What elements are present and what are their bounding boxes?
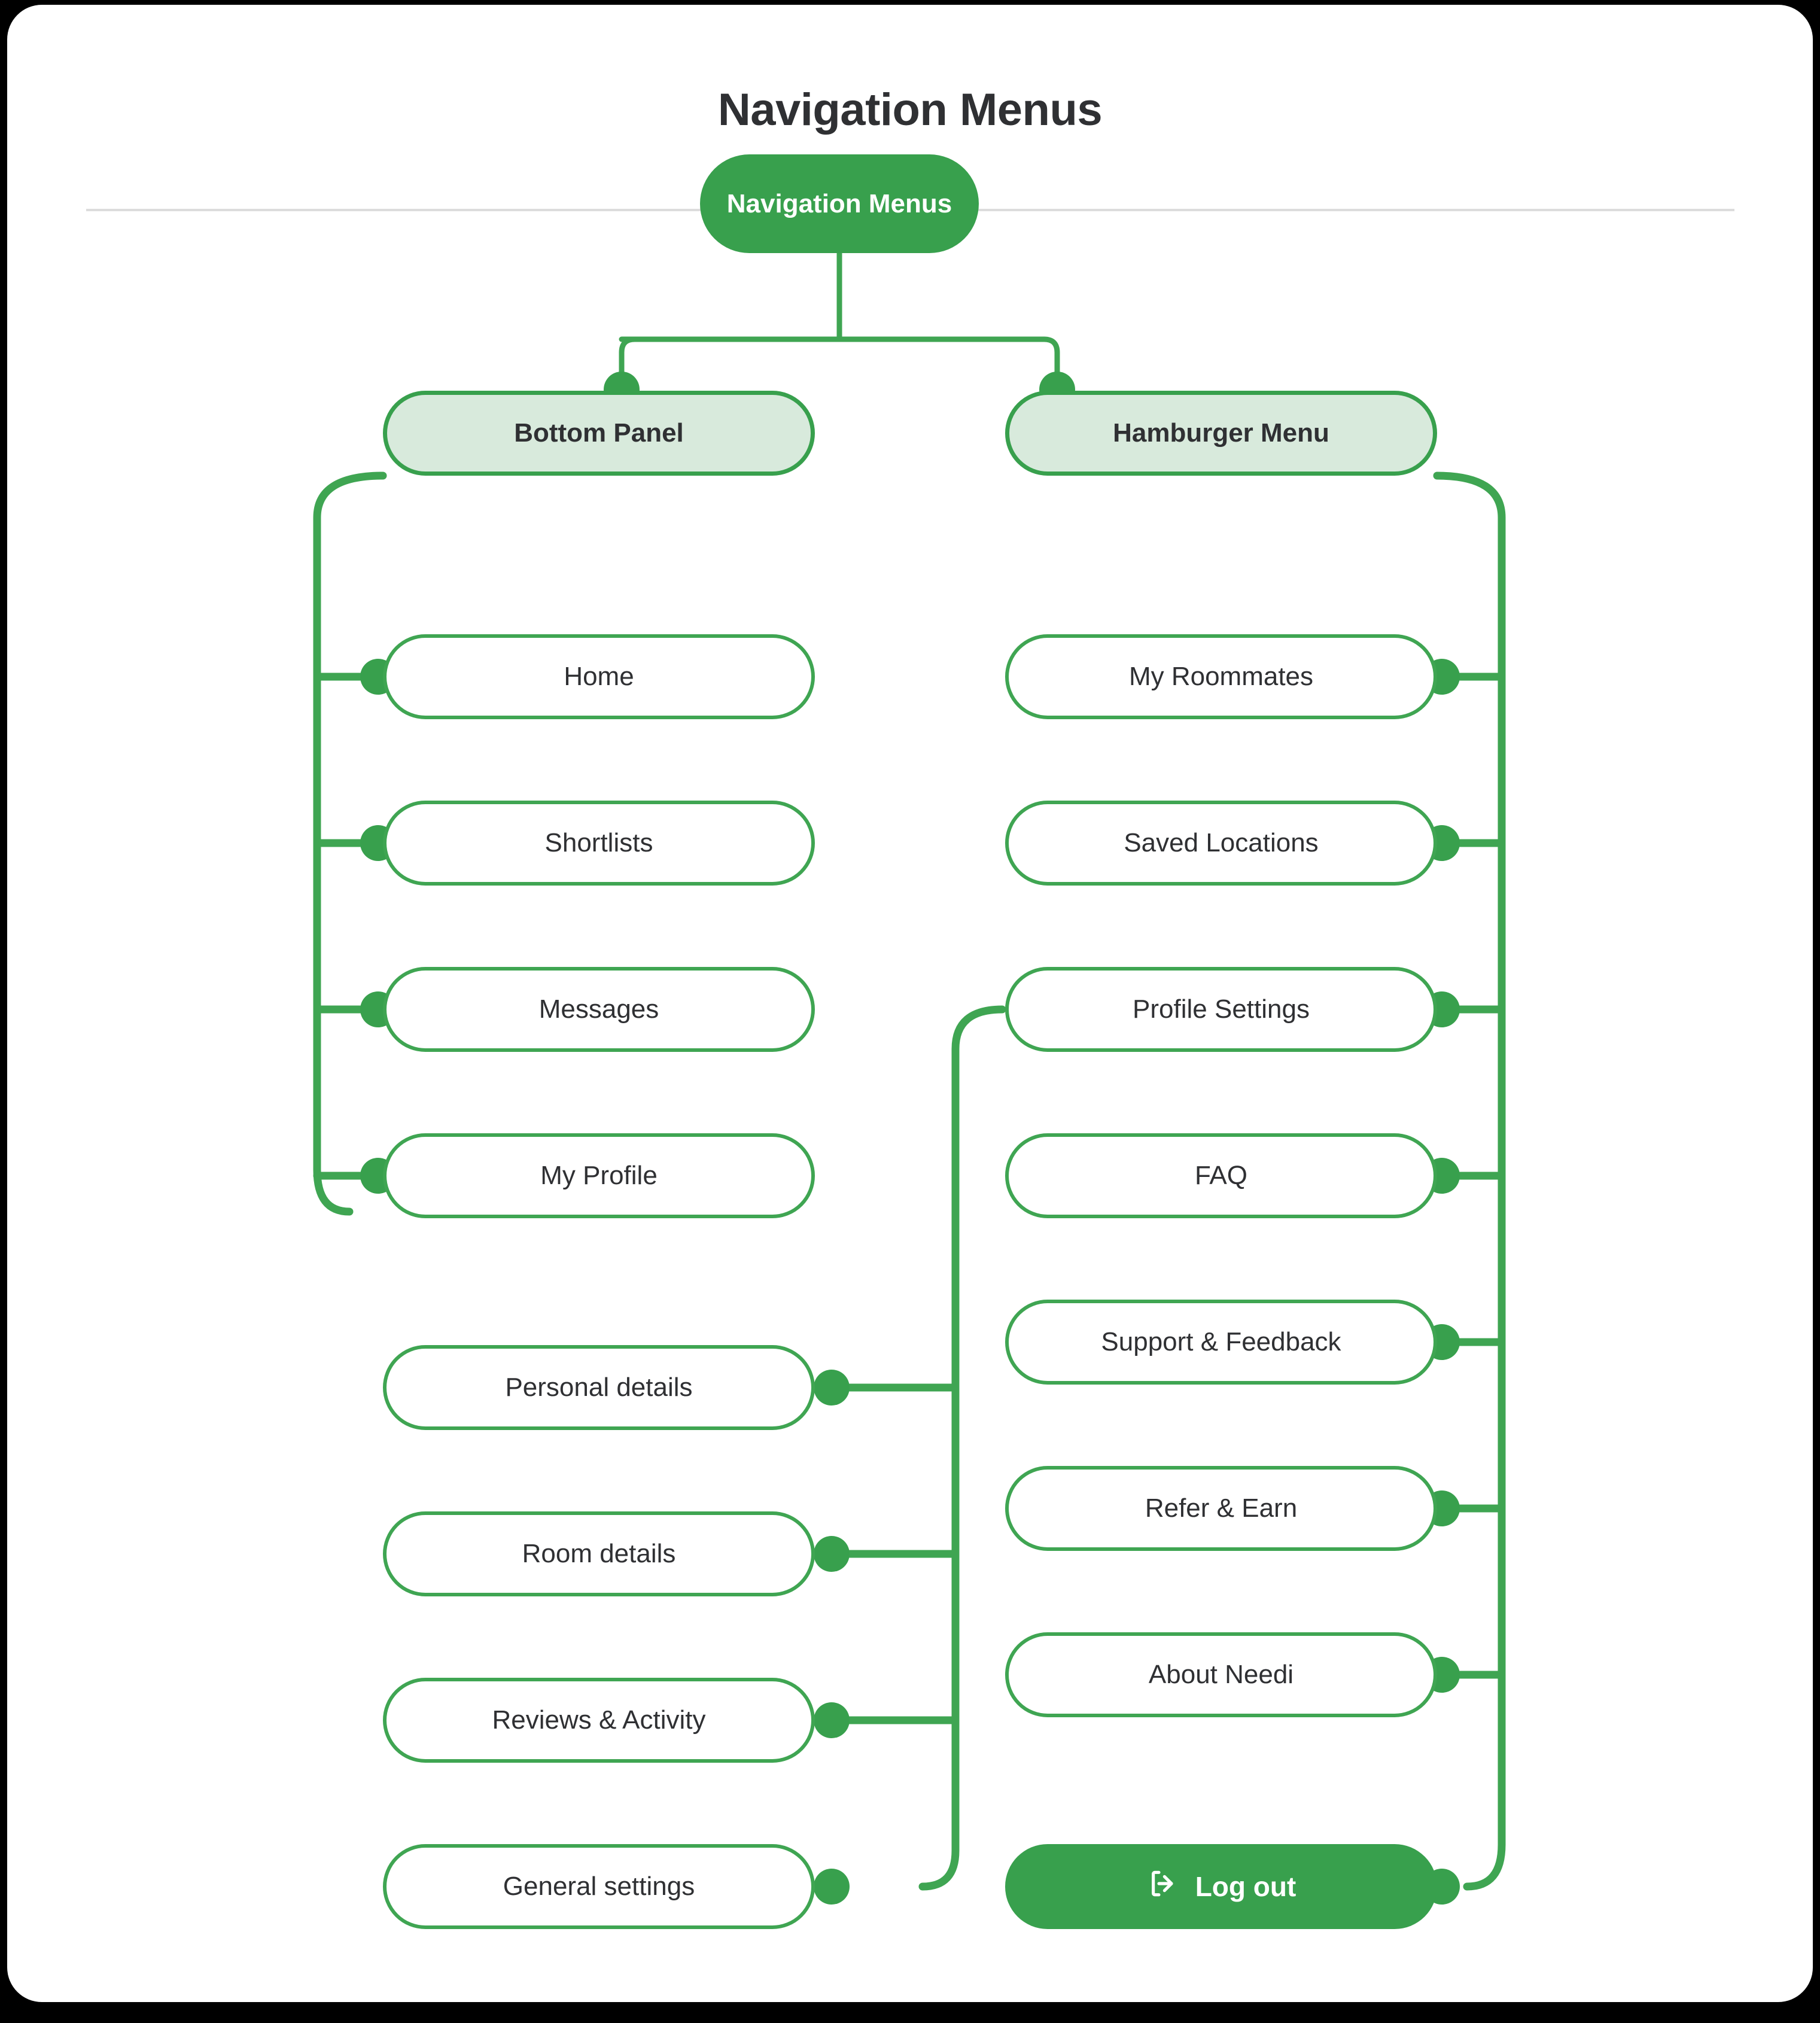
node-item-messages[interactable]: Messages	[383, 967, 815, 1052]
node-label: Hamburger Menu	[1113, 418, 1329, 448]
node-label: Support & Feedback	[1101, 1327, 1341, 1356]
node-label: General settings	[503, 1872, 695, 1901]
node-label: Bottom Panel	[514, 418, 684, 448]
node-label: Messages	[538, 994, 659, 1024]
page-title: Navigation Menus	[717, 84, 1103, 135]
node-label: Room details	[522, 1539, 676, 1568]
node-label: Profile Settings	[1133, 994, 1310, 1024]
node-item-my-roommates[interactable]: My Roommates	[1005, 634, 1437, 719]
node-item-support-feedback[interactable]: Support & Feedback	[1005, 1300, 1437, 1385]
node-label: FAQ	[1194, 1161, 1248, 1190]
node-category-bottom-panel[interactable]: Bottom Panel	[383, 391, 815, 476]
node-label: Personal details	[505, 1373, 693, 1402]
node-item-profile-settings[interactable]: Profile Settings	[1005, 967, 1437, 1052]
node-item-room-details[interactable]: Room details	[383, 1511, 815, 1596]
node-label: Refer & Earn	[1145, 1493, 1298, 1523]
node-item-reviews-activity[interactable]: Reviews & Activity	[383, 1678, 815, 1763]
diagram-card: Navigation Menus	[7, 5, 1813, 2002]
node-label: Home	[564, 662, 634, 691]
node-item-general-settings[interactable]: General settings	[383, 1844, 815, 1929]
node-category-hamburger-menu[interactable]: Hamburger Menu	[1005, 391, 1437, 476]
node-label: About Needi	[1148, 1660, 1294, 1689]
node-label: Shortlists	[544, 828, 653, 857]
node-item-my-profile[interactable]: My Profile	[383, 1133, 815, 1218]
navigation-tree-diagram: Navigation Menus Bottom Panel Hamburger …	[7, 5, 1813, 2002]
node-root-navigation-menus[interactable]: Navigation Menus	[700, 154, 979, 253]
node-item-faq[interactable]: FAQ	[1005, 1133, 1437, 1218]
node-item-shortlists[interactable]: Shortlists	[383, 801, 815, 886]
node-item-personal-details[interactable]: Personal details	[383, 1345, 815, 1430]
node-item-saved-locations[interactable]: Saved Locations	[1005, 801, 1437, 886]
node-item-about-needi[interactable]: About Needi	[1005, 1632, 1437, 1717]
node-item-log-out[interactable]: Log out	[1005, 1844, 1437, 1929]
tree-edges	[313, 251, 1506, 1905]
node-label: My Profile	[540, 1161, 658, 1190]
node-label: Reviews & Activity	[492, 1705, 706, 1735]
node-label: My Roommates	[1128, 662, 1314, 691]
node-item-refer-earn[interactable]: Refer & Earn	[1005, 1466, 1437, 1551]
logout-icon	[1146, 1867, 1180, 1907]
node-label: Navigation Menus	[726, 188, 952, 218]
node-item-home[interactable]: Home	[383, 634, 815, 719]
node-label: Saved Locations	[1124, 828, 1319, 857]
node-label: Log out	[1195, 1871, 1296, 1902]
